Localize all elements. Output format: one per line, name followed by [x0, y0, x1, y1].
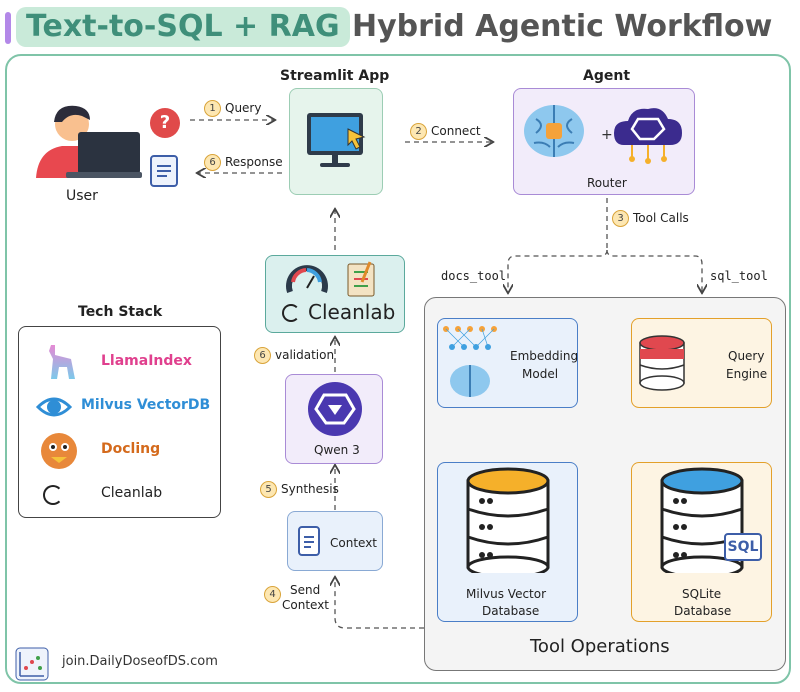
embedding-model-box: Embedding Model: [437, 318, 578, 408]
step-send-context-label: 4 Send Context: [264, 583, 336, 615]
llama-icon: [49, 345, 75, 379]
sqlite-db-label-1: SQLite: [682, 587, 722, 601]
context-box: Context: [287, 511, 383, 571]
router-cloud-icon: [614, 108, 682, 164]
brain-icon: [524, 105, 584, 157]
agent-icons: +: [524, 105, 682, 164]
query-engine-box: Query Engine: [631, 318, 772, 408]
embedding-label-1: Embedding: [510, 349, 579, 363]
tech-name-milvus: Milvus VectorDB: [81, 397, 211, 413]
title-highlight: Text-to-SQL + RAG: [16, 7, 350, 47]
sql-tool-label: sql_tool: [710, 269, 768, 283]
footer-link[interactable]: join.DailyDoseofDS.com: [62, 654, 218, 669]
monitor-cursor-icon: [307, 113, 366, 167]
gauge-checklist-icons: [286, 261, 375, 297]
docling-duck-icon: [41, 433, 77, 469]
tech-name-docling: Docling: [101, 441, 161, 457]
title-accent-bar: [5, 12, 11, 44]
cleanlab-box: Cleanlab: [265, 255, 405, 333]
dailydoseofds-logo-icon: [15, 647, 49, 681]
sqlite-db-box: SQL SQLite Database: [631, 462, 772, 622]
question-icon: ?: [150, 108, 180, 138]
tool-operations-title: Tool Operations: [530, 636, 670, 657]
cleanlab-logo-icon: [282, 304, 300, 322]
response-document-icon: [150, 155, 178, 187]
user-at-laptop-icon: [36, 105, 142, 178]
title-main: Hybrid Agentic Workflow: [352, 9, 773, 44]
query-engine-db-icon: [639, 335, 685, 391]
tech-name-cleanlab: Cleanlab: [101, 485, 163, 501]
context-label: Context: [330, 536, 378, 550]
title-bar: Text-to-SQL + RAG Hybrid Agentic Workflo…: [0, 0, 800, 52]
sqlite-database-icon: [660, 467, 744, 579]
tech-stack-title: Tech Stack: [78, 304, 163, 320]
query-engine-label-1: Query: [728, 349, 765, 363]
sqlite-db-label-2: Database: [674, 604, 732, 618]
cleanlab-logo-icon: [43, 485, 63, 505]
docs-tool-label: docs_tool: [441, 269, 507, 283]
svg-text:+: +: [601, 127, 613, 143]
milvus-eye-icon: [35, 397, 73, 417]
arrow-toolops-to-context: [335, 578, 424, 629]
user-label: User: [66, 188, 98, 204]
qwen-box: Qwen 3: [285, 374, 383, 464]
tech-stack-box: LlamaIndex Milvus VectorDB Docling Clean…: [18, 326, 221, 518]
arrow-sql-tool: [606, 249, 702, 292]
embedding-label-2: Model: [522, 367, 559, 381]
streamlit-title: Streamlit App: [280, 68, 390, 84]
qwen-label: Qwen 3: [314, 443, 360, 457]
milvus-db-box: Milvus Vector Database: [437, 462, 578, 622]
context-document-icon: [298, 526, 320, 556]
agent-title: Agent: [583, 68, 631, 84]
milvus-db-label-1: Milvus Vector: [466, 587, 547, 601]
tech-item-cleanlab: Cleanlab: [19, 475, 219, 515]
vector-database-icon: [466, 467, 550, 579]
question-mark: ?: [159, 112, 171, 133]
sql-badge: SQL: [724, 533, 762, 561]
streamlit-app-box: [289, 88, 383, 195]
cleanlab-box-label: Cleanlab: [308, 300, 396, 324]
milvus-db-label-2: Database: [482, 604, 540, 618]
router-label: Router: [587, 176, 627, 190]
tech-item-llamaindex: LlamaIndex: [19, 343, 219, 383]
qwen-logo-icon: [308, 382, 362, 436]
tech-name-llamaindex: LlamaIndex: [101, 353, 192, 369]
user-node: User: [32, 100, 142, 204]
neural-net-icon: [443, 326, 497, 397]
query-engine-label-2: Engine: [726, 367, 768, 381]
tech-item-milvus: Milvus VectorDB: [19, 387, 219, 427]
agent-box: + Router: [513, 88, 695, 195]
arrow-tool-calls: [508, 198, 608, 292]
tech-item-docling: Docling: [19, 431, 219, 471]
